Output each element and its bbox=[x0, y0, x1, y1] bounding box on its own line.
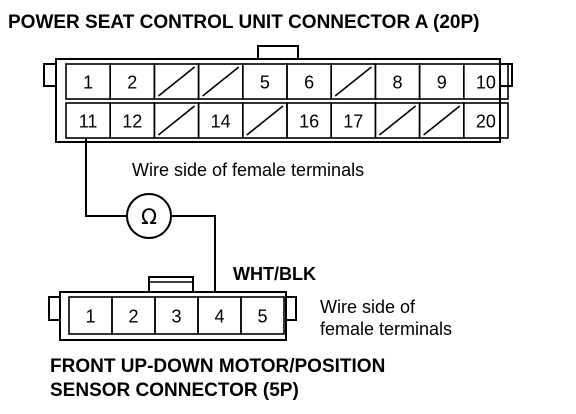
pin-label: 11 bbox=[79, 112, 98, 132]
connector-b-cell: 4 bbox=[197, 296, 242, 335]
connector-b-cell: 3 bbox=[154, 296, 199, 335]
pin-label: 10 bbox=[476, 73, 496, 93]
pin-label: 5 bbox=[260, 73, 270, 93]
connector-a-cell: 16 bbox=[286, 102, 333, 139]
connector-a-cell bbox=[418, 102, 465, 139]
connector-b-title-line-2: SENSOR CONNECTOR (5P) bbox=[50, 380, 299, 401]
connector-a-right-ear bbox=[500, 63, 513, 87]
unused-terminal-mark bbox=[334, 66, 372, 97]
unused-terminal-mark bbox=[378, 105, 417, 136]
pin-label: 14 bbox=[211, 112, 231, 132]
connector-a-cell bbox=[153, 102, 200, 139]
connector-a-lock-tab bbox=[257, 45, 299, 60]
ohm-symbol: Ω bbox=[141, 205, 157, 229]
connector-b-cell: 1 bbox=[68, 296, 113, 335]
pin-label: 1 bbox=[85, 307, 95, 327]
ohmmeter-icon bbox=[126, 193, 172, 239]
connector-b: 1 2 3 4 5 bbox=[48, 276, 297, 341]
pin-label: 8 bbox=[392, 73, 402, 93]
connector-a-cell bbox=[374, 102, 421, 139]
pin-label: 2 bbox=[127, 73, 137, 93]
connector-a-cell: 9 bbox=[418, 63, 465, 100]
pin-label: 17 bbox=[343, 112, 363, 132]
connector-a-cell: 11 bbox=[65, 102, 112, 139]
lead-to-pin-11 bbox=[85, 138, 127, 217]
connector-b-note-line-1: Wire side of bbox=[320, 297, 416, 317]
connector-b-right-ear bbox=[286, 296, 297, 321]
connector-b-cell: 2 bbox=[111, 296, 156, 335]
connector-a-note: Wire side of female terminals bbox=[132, 160, 364, 180]
connector-b-title-line-1: FRONT UP-DOWN MOTOR/POSITION bbox=[50, 356, 385, 377]
lead-to-pin-4 bbox=[171, 215, 216, 292]
connector-b-housing bbox=[59, 291, 287, 341]
connector-b-lock-tab bbox=[148, 276, 194, 293]
connector-a-cell: 17 bbox=[330, 102, 377, 139]
pin-label: 6 bbox=[304, 73, 314, 93]
connector-a-cell bbox=[197, 63, 244, 100]
connector-a-cell: 20 bbox=[462, 102, 509, 139]
connector-a-cell bbox=[153, 63, 200, 100]
connector-a-cell: 14 bbox=[197, 102, 244, 139]
connector-a-cell: 2 bbox=[109, 63, 156, 100]
connector-a-title: POWER SEAT CONTROL UNIT CONNECTOR A (20P… bbox=[8, 12, 480, 33]
connector-a-cell bbox=[242, 102, 288, 139]
wire-color-label: WHT/BLK bbox=[233, 264, 316, 284]
connector-a-cell: 10 bbox=[462, 63, 509, 100]
pin-label: 3 bbox=[171, 307, 181, 327]
connector-a-left-ear bbox=[43, 63, 56, 87]
connector-a-cell: 5 bbox=[242, 63, 288, 100]
pin-label: 2 bbox=[128, 307, 138, 327]
pin-label: 1 bbox=[83, 73, 93, 93]
unused-terminal-mark bbox=[246, 105, 284, 136]
connector-a-housing bbox=[55, 58, 501, 143]
unused-terminal-mark bbox=[157, 105, 196, 136]
connector-a-cell: 6 bbox=[286, 63, 333, 100]
pin-label: 9 bbox=[437, 73, 447, 93]
connector-a-cell: 8 bbox=[374, 63, 421, 100]
connector-b-note-line-2: female terminals bbox=[320, 319, 452, 339]
pin-label: 4 bbox=[214, 307, 224, 327]
pin-label: 16 bbox=[299, 112, 319, 132]
connector-b-left-ear bbox=[48, 296, 60, 321]
unused-terminal-mark bbox=[157, 66, 196, 97]
connector-b-cells: 1 2 3 4 5 bbox=[68, 296, 285, 335]
pin-label: 12 bbox=[122, 112, 142, 132]
connector-a-cell bbox=[330, 63, 377, 100]
unused-terminal-mark bbox=[423, 105, 461, 136]
connector-a-cell: 12 bbox=[109, 102, 156, 139]
unused-terminal-mark bbox=[202, 66, 240, 97]
connector-b-cell: 5 bbox=[240, 296, 285, 335]
pin-label: 20 bbox=[476, 112, 496, 132]
pin-label: 5 bbox=[257, 307, 267, 327]
connector-a-cell: 1 bbox=[65, 63, 112, 100]
meter-wiring: Ω bbox=[85, 138, 216, 292]
